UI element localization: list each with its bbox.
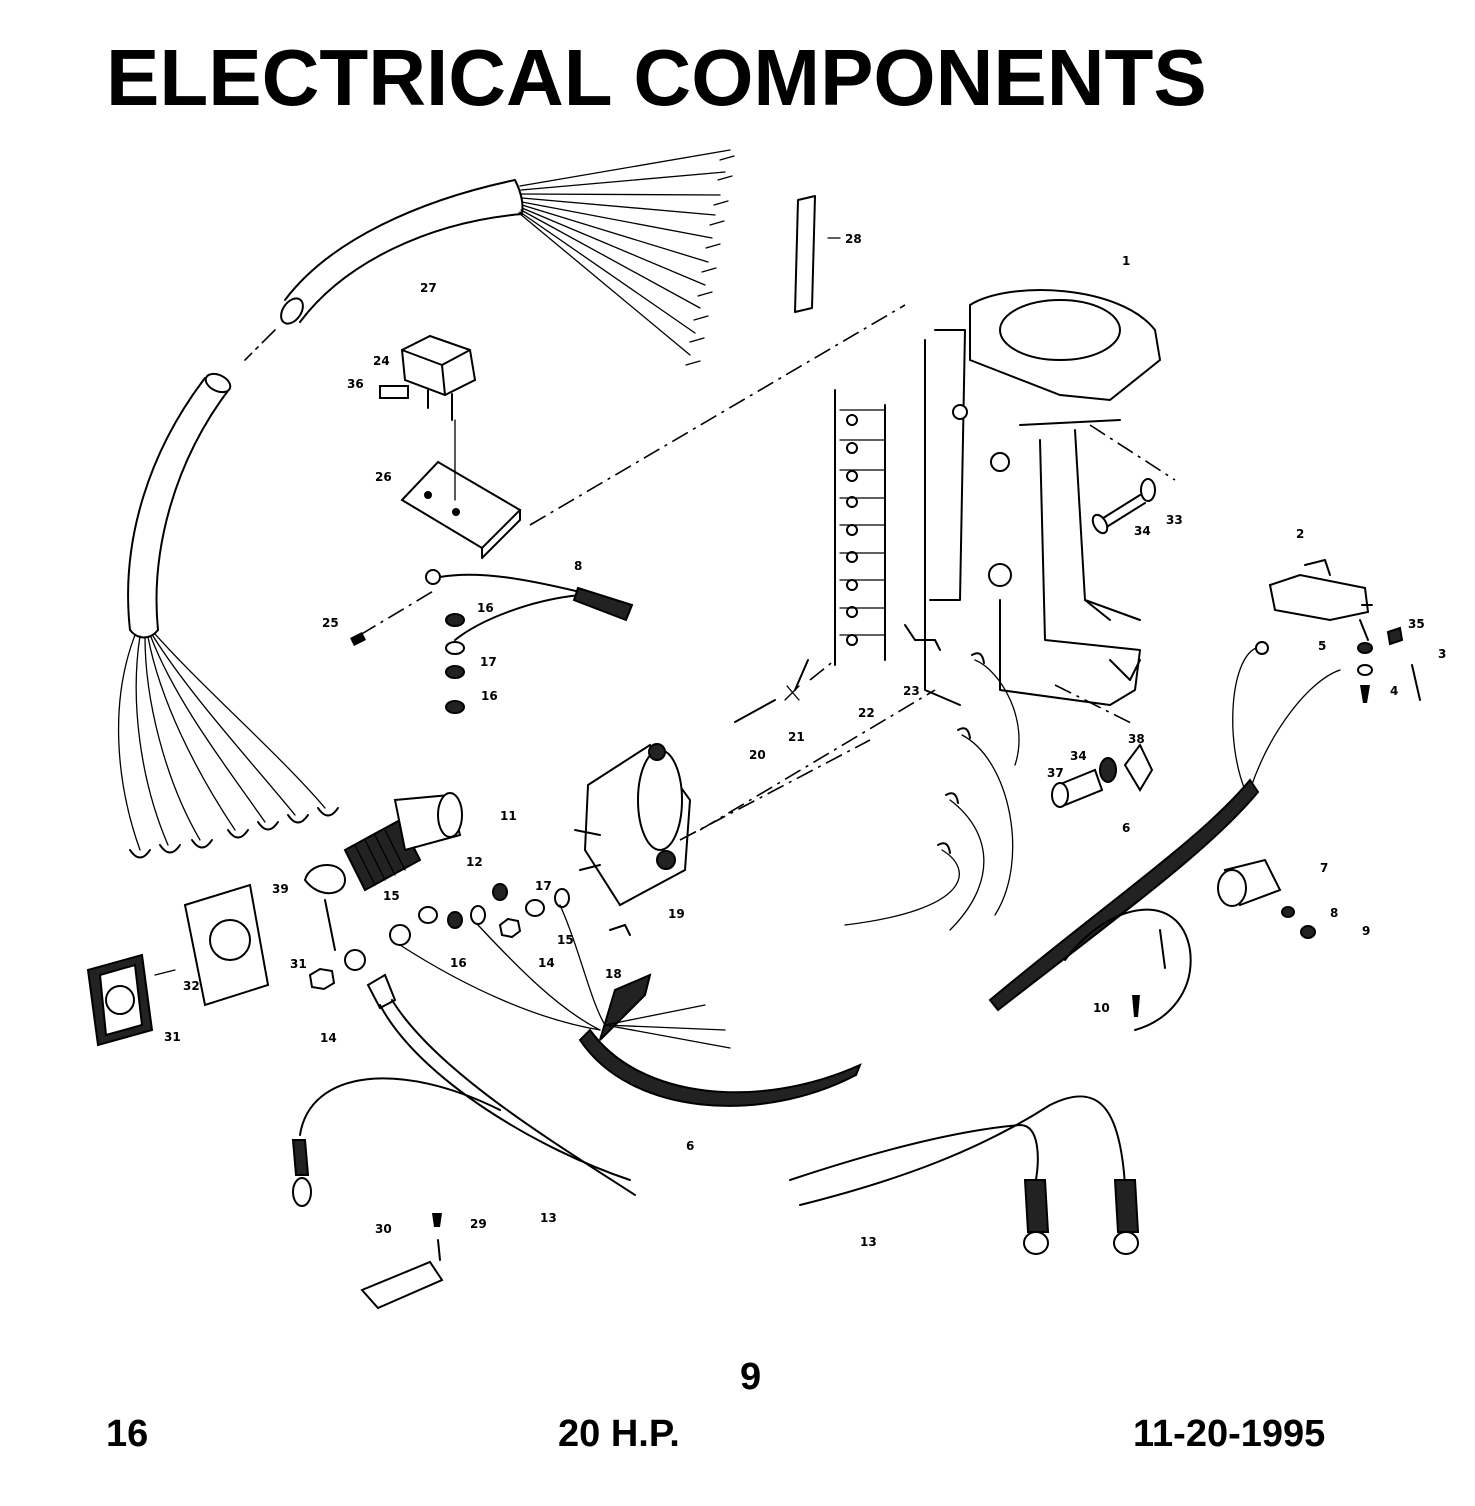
callout-14-right: 14 — [538, 956, 555, 970]
ignition-switch-12 — [343, 792, 463, 892]
callout-13-left: 13 — [540, 1211, 557, 1225]
nut-14 — [308, 967, 336, 991]
washers-16-17 — [445, 613, 465, 714]
callout-25: 25 — [322, 616, 339, 630]
callout-7: 7 — [1320, 861, 1328, 875]
page-reference: 9 — [740, 1356, 762, 1398]
callout-5: 5 — [1318, 639, 1326, 653]
callout-18: 18 — [605, 967, 622, 981]
callout-31-lower: 31 — [164, 1030, 181, 1044]
callout-17-upper: 17 — [480, 655, 497, 669]
decal-28 — [794, 195, 841, 313]
callout-36: 36 — [347, 377, 364, 391]
ground-wire-8-upper — [350, 569, 634, 646]
relay-24 — [379, 334, 477, 421]
ignition-key-39 — [303, 864, 347, 951]
revision-date: 11-20-1995 — [1133, 1413, 1326, 1455]
clip-23 — [904, 624, 941, 651]
bolt-34-washer-33 — [1091, 478, 1156, 535]
callout-26: 26 — [375, 470, 392, 484]
terminal-block-22 — [834, 389, 886, 666]
callout-16-lower: 16 — [481, 689, 498, 703]
callout-12: 12 — [466, 855, 483, 869]
model-label: 20 H.P. — [558, 1413, 680, 1455]
callout-17-middle: 17 — [535, 879, 552, 893]
callout-15-left: 15 — [383, 889, 400, 903]
callout-14-left: 14 — [320, 1031, 337, 1045]
harness-6-lower — [399, 904, 862, 1107]
callout-30: 30 — [375, 1222, 392, 1236]
battery-cable-13-left — [291, 949, 636, 1207]
callout-29: 29 — [470, 1217, 487, 1231]
callout-33: 33 — [1166, 513, 1183, 527]
callout-35: 35 — [1408, 617, 1425, 631]
terminal-hardware — [389, 883, 631, 946]
callout-6-lower: 6 — [686, 1139, 694, 1153]
switch-2 — [1268, 559, 1373, 641]
callout-34-lower: 34 — [1070, 749, 1087, 763]
callout-32: 32 — [183, 979, 200, 993]
callout-34-upper: 34 — [1134, 524, 1151, 538]
callout-22: 22 — [858, 706, 875, 720]
ground-wire-8-lower — [1064, 908, 1192, 1031]
support-bracket-1 — [924, 289, 1162, 706]
callout-13-right: 13 — [860, 1235, 877, 1249]
callout-10: 10 — [1093, 1001, 1110, 1015]
callout-31-upper: 31 — [290, 957, 307, 971]
screw-20-21 — [734, 659, 836, 723]
callout-1: 1 — [1122, 254, 1130, 268]
callout-27: 27 — [420, 281, 437, 295]
harness-sleeve-lower — [117, 372, 339, 859]
bolt-37-washer-34-38 — [1051, 743, 1154, 808]
mount-plate-31-upper — [154, 883, 270, 1007]
callout-2: 2 — [1296, 527, 1304, 541]
starter-solenoid-19 — [574, 743, 692, 907]
callout-21: 21 — [788, 730, 805, 744]
callout-labels: 1 2 3 4 5 6 6 7 8 8 9 10 11 12 13 13 14 … — [164, 232, 1446, 1249]
callout-39: 39 — [272, 882, 289, 896]
bracket-wires — [844, 652, 1020, 931]
callout-19: 19 — [668, 907, 685, 921]
callout-16-upper: 16 — [477, 601, 494, 615]
callout-24: 24 — [373, 354, 390, 368]
callout-28: 28 — [845, 232, 862, 246]
mount-plate-31-lower — [86, 953, 154, 1047]
battery-cable-13-right — [789, 1095, 1140, 1255]
callout-11: 11 — [500, 809, 517, 823]
callout-37: 37 — [1047, 766, 1064, 780]
callout-8-lower: 8 — [1330, 906, 1338, 920]
callout-9: 9 — [1362, 924, 1370, 938]
harness-sleeve-upper — [280, 149, 735, 366]
condenser-7 — [1217, 858, 1316, 939]
callout-6-right: 6 — [1122, 821, 1130, 835]
page-title: ELECTRICAL COMPONENTS — [106, 33, 1207, 122]
switch-hardware-3-4-5-35 — [1357, 626, 1421, 703]
page-number: 16 — [106, 1413, 149, 1455]
callout-3: 3 — [1438, 647, 1446, 661]
callout-8-upper: 8 — [574, 559, 582, 573]
callout-16-middle: 16 — [450, 956, 467, 970]
callout-20: 20 — [749, 748, 766, 762]
callout-23: 23 — [903, 684, 920, 698]
bracket-26 — [400, 419, 522, 559]
callout-15-right: 15 — [557, 933, 574, 947]
callout-38: 38 — [1128, 732, 1145, 746]
cable-clip-30 — [360, 1213, 444, 1310]
harness-6-right — [988, 641, 1341, 1012]
callout-4: 4 — [1390, 684, 1398, 698]
